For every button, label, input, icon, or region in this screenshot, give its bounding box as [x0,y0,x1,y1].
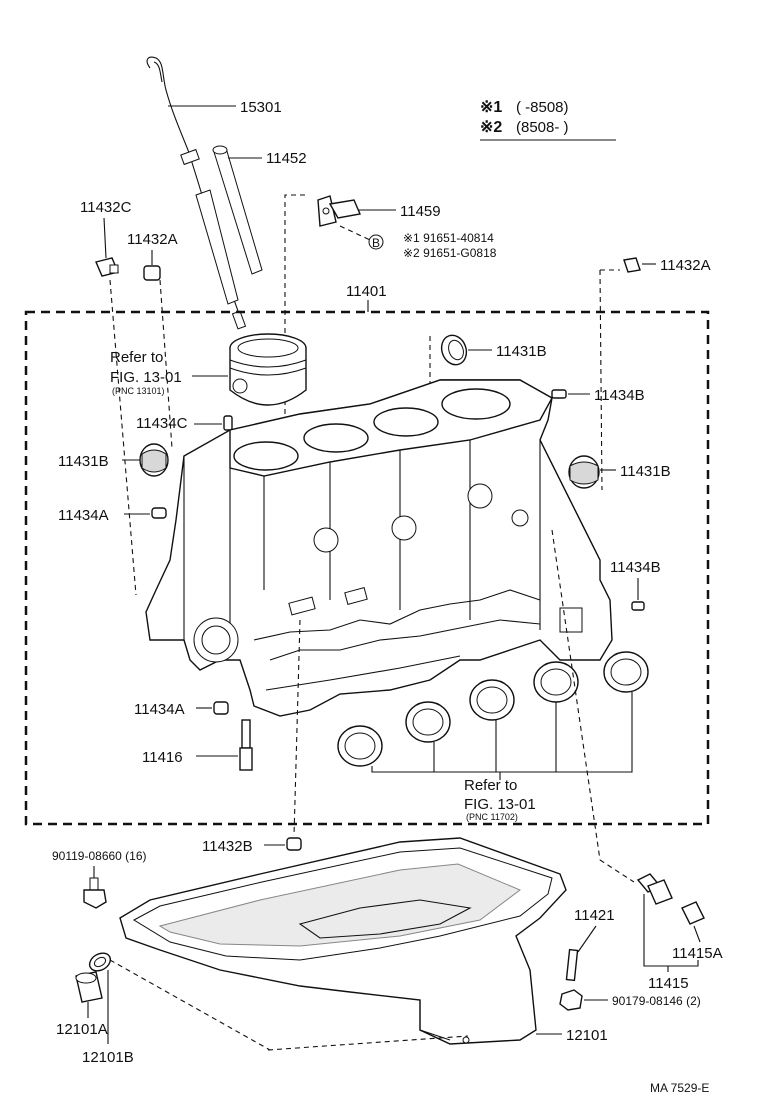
drain-plug-12101A [75,971,103,1003]
pin-11434B-right [631,601,645,611]
plug-11432C [95,257,119,277]
label-11432A-left: 11432A [127,231,178,248]
dash-11432A-left [159,279,173,449]
label-11421: 11421 [574,907,615,924]
drawing-code: MA 7529-E [650,1081,709,1095]
cylinder-block [145,379,613,717]
label-11432A-right: 11432A [660,257,711,274]
label-90119: 90119-08660 (16) [52,849,147,863]
bolt-marker-circle [368,234,384,250]
dash-11432C [109,279,137,596]
union-11415 [636,873,673,905]
pin-11434A-left [151,507,167,519]
label-11415: 11415 [648,975,689,992]
block-assembly-boundary [24,310,710,826]
bearing-refer-to: Refer to [464,777,517,794]
label-11434B-right: 11434B [610,559,661,576]
plug-11432B [286,837,302,851]
label-11415A: 11415A [672,945,723,962]
label-11434C: 11434C [136,415,188,432]
dash-11432A-right [599,269,603,491]
bearing-fig: FIG. 13-01 [464,796,536,813]
label-11434B-top: 11434B [594,387,645,404]
legend-note1-mark: ※1 [480,99,502,116]
plug-11432A-left [143,265,161,281]
gasket-12101B [88,952,112,972]
plug-11432A-right [623,257,641,273]
leader-11421 [577,925,597,953]
piston-refer-to: Refer to [110,349,163,366]
dash-11432B [293,619,301,837]
label-11401: 11401 [346,283,387,300]
label-12101A: 12101A [56,1021,108,1038]
label-11431B-right: 11431B [620,463,671,480]
label-11452: 11452 [266,150,307,167]
stud-11421 [565,948,579,982]
pin-11434C [223,415,233,431]
label-11434A-bottom: 11434A [134,701,185,718]
plug-11415A [681,901,705,925]
label-11431B-left: 11431B [58,453,109,470]
label-90179: 90179-08146 (2) [612,994,701,1008]
label-11432C: 11432C [80,199,132,216]
leader-11415A [693,925,701,943]
pin-11434B-top [551,389,567,399]
bearing-pnc: (PNC 11702) [466,812,518,822]
stud-11416 [239,719,253,771]
bolt-ref-2: ※2 91651-G0818 [403,246,497,260]
label-11431B-top: 11431B [496,343,547,360]
bolt-marker: B [372,236,380,250]
label-11434A-left: 11434A [58,507,109,524]
label-11459: 11459 [400,203,441,220]
main-bearings [337,651,649,767]
bolt-ref-1: ※1 91651-40814 [403,231,494,245]
bolt-90119 [83,877,107,909]
seal-11431B-right [568,455,600,489]
label-11432B: 11432B [202,838,253,855]
bearing-bracket [371,692,633,773]
piston [229,333,307,406]
seal-11431B-left [139,443,169,477]
dipstick-guide [195,145,263,305]
legend-note2-range: (8508- ) [516,119,569,136]
bracket [317,195,361,227]
piston-pnc: (PNC 13101) [112,386,165,396]
label-12101B: 12101B [82,1049,134,1066]
label-15301: 15301 [240,99,282,116]
pin-11434A-bottom [213,701,229,715]
dash-11415 [551,529,601,861]
nut-90179 [559,989,583,1011]
bracket-11415 [643,894,699,967]
leader-11432C [103,217,107,259]
legend: ※1 ( -8508) ※2 (8508- ) [480,99,616,141]
legend-note1-range: ( -8508) [516,99,569,116]
label-11416: 11416 [142,749,183,766]
label-12101: 12101 [566,1027,608,1044]
oil-pan [119,837,567,1045]
leader-bolt-b [339,225,371,241]
seal-11431B-top [440,334,468,366]
legend-note2-mark: ※2 [480,119,502,136]
piston-fig: FIG. 13-01 [110,369,182,386]
